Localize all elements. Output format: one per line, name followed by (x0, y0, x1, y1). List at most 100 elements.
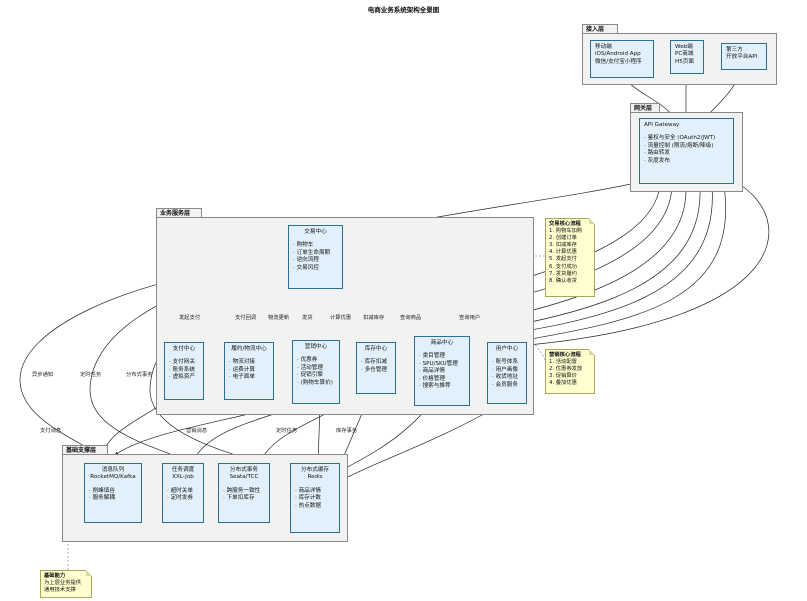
edge-apigw-user2 (527, 181, 770, 347)
package-tab-business: 业务服务层 (156, 208, 202, 217)
note-infra-title: 基础能力 (44, 573, 66, 579)
user-item-3: 收货地址 (492, 374, 522, 381)
node-pay-title: 支付中心 (172, 346, 196, 352)
trade-item-1: 购物车 (293, 242, 338, 249)
node-mobile: 移动端 iOS/Android App 微信/支付宝小程序 (590, 40, 654, 78)
node-third-line-1: 开放平台API (726, 54, 758, 61)
node-mq-title: 消息队列 (101, 467, 125, 473)
note-trade-line-1: 1. 购物车加购 (549, 228, 583, 235)
note-trade-line-7: 7. 发货履约 (549, 270, 577, 277)
node-mobile-title: 移动端 (595, 44, 612, 50)
note-trade-line-2: 2. 创建订单 (549, 235, 577, 242)
mq-item-1: 削峰填谷 (89, 488, 137, 495)
note-marketing-line-4: 4. 叠加优惠 (549, 380, 577, 387)
mq-item-2: 服务解耦 (89, 495, 137, 502)
edge-label-query-user: 查询用户 (459, 315, 481, 321)
marketing-item-3: 促销引擎 (297, 372, 335, 379)
trade-item-4: 交易风控 (293, 265, 338, 272)
node-redis-title: 分布式缓存 (301, 467, 329, 473)
edge-label-pay-callback: 支付回调 (235, 315, 257, 321)
diagram-title: 电商业务系统架构全景图 (367, 6, 440, 14)
note-infra-line-2: 通用技术支撑 (44, 587, 76, 594)
node-api-gateway-title: API Gateway (644, 122, 680, 128)
node-logistics-title: 履约/物流中心 (231, 346, 267, 352)
trade-item-3: 逆向流程 (293, 257, 338, 264)
apigw-item-2: 流量控制 (限流/熔断/降级) (644, 143, 729, 150)
node-marketing-title: 营销中心 (304, 344, 328, 350)
note-fold-icon (589, 349, 595, 355)
node-seata-subtitle: Seata/TCC (229, 474, 259, 481)
edge-label-logistics-update: 物流更新 (268, 315, 290, 321)
node-inventory-center: 库存中心 库存扣减 多仓管理 (356, 342, 396, 394)
node-seata: 分布式事务 Seata/TCC 跨服务一致性 下单扣库存 (218, 463, 270, 523)
pay-item-3: 虚拟资产 (169, 374, 199, 381)
note-trade-flow: 交易核心流程 1. 购物车加购 2. 创建订单 3. 扣减库存 4. 计算优惠 … (545, 218, 595, 297)
logistics-item-3: 电子面单 (229, 374, 269, 381)
node-redis: 分布式缓存 Redis 商品详情 库存计数 热点数据 (290, 463, 340, 533)
apigw-item-4: 灰度发布 (644, 158, 729, 165)
node-web-line-2: H5页面 (675, 58, 694, 65)
job-item-2: 定时发券 (167, 495, 199, 502)
marketing-item-2: 活动管理 (297, 365, 335, 372)
edge-label-query-product: 查询商品 (400, 315, 422, 321)
node-trade-title: 交易中心 (304, 229, 327, 235)
logistics-item-2: 运费计算 (229, 367, 269, 374)
package-business (156, 217, 534, 415)
edge-label-cron-task: 定时任务 (80, 372, 102, 378)
edge-label-cron-task-2: 定时任务 (276, 428, 298, 434)
user-item-4: 会员服务 (492, 382, 522, 389)
redis-item-1: 商品详情 (295, 488, 335, 495)
package-tab-gateway: 网关层 (630, 103, 660, 112)
node-web-line-1: PC商城 (675, 51, 694, 58)
node-mobile-line-1: iOS/Android App (595, 51, 641, 58)
product-item-5: 搜索与推荐 (419, 383, 465, 390)
product-item-4: 价格管理 (419, 376, 465, 383)
node-pay-center: 支付中心 支付网关 账务系统 虚拟资产 (164, 342, 204, 400)
edge-label-deduct-stock: 扣减库存 (363, 315, 385, 321)
node-third: 第三方 开放平台API (721, 43, 767, 70)
inventory-item-1: 库存扣减 (361, 359, 391, 366)
node-trade-center: 交易中心 购物车 订单生命周期 逆向流程 交易风控 (288, 225, 343, 289)
edge-label-pay-start: 发起支付 (179, 315, 201, 321)
node-redis-subtitle: Redis (307, 474, 323, 481)
node-product-center: 商品中心 类目管理 SPU/SKU管理 商品详情 价格管理 搜索与推荐 (414, 336, 470, 406)
note-marketing-flow: 营销核心流程 1. 活动配置 2. 优惠券发放 3. 促销算价 4. 叠加优惠 (545, 349, 595, 394)
apigw-item-3: 路由转发 (644, 150, 729, 157)
edge-product-redis (341, 404, 431, 471)
job-item-1: 超时关单 (167, 488, 199, 495)
package-tab-access: 接入层 (582, 24, 618, 33)
node-mq: 消息队列 RocketMQ/Kafka 削峰填谷 服务解耦 (84, 463, 142, 523)
node-mobile-line-2: 微信/支付宝小程序 (595, 58, 642, 65)
node-job-subtitle: XXL-Job (172, 474, 194, 481)
product-item-2: SPU/SKU管理 (419, 361, 465, 368)
note-trade-line-6: 6. 支付成功 (549, 263, 577, 270)
note-infra-line-1: 为上层业务提供 (44, 580, 82, 587)
edge-label-dist-tx: 分布式事务 (126, 372, 153, 378)
node-product-title: 商品中心 (430, 340, 454, 346)
seata-item-1: 跨服务一致性 (223, 488, 265, 495)
note-trade-flow-title: 交易核心流程 (549, 221, 581, 227)
node-api-gateway: API Gateway 鉴权与安全 (OAuth2/JWT) 流量控制 (限流/… (639, 118, 734, 184)
user-item-2: 用户画像 (492, 367, 522, 374)
redis-item-3: 热点数据 (295, 503, 335, 510)
edge-label-async-notify: 异步通知 (32, 372, 54, 378)
edge-label-pay-msg: 支付消息 (40, 428, 62, 434)
trade-item-2: 订单生命周期 (293, 250, 338, 257)
node-marketing-center: 营销中心 优惠券 活动管理 促销引擎 (购物车算价) (292, 340, 340, 404)
edge-user-redis (341, 404, 501, 481)
marketing-item-1: 优惠券 (297, 357, 335, 364)
node-web: Web端 PC商城 H5页面 (670, 40, 704, 74)
marketing-item-4: (购物车算价) (297, 380, 335, 387)
note-marketing-line-1: 1. 活动配置 (549, 359, 577, 366)
node-logistics-center: 履约/物流中心 物流对接 运费计算 电子面单 (224, 342, 274, 400)
pay-item-1: 支付网关 (169, 359, 199, 366)
user-item-1: 账号体系 (492, 359, 522, 366)
edge-label-calc-discount: 计算优惠 (330, 315, 352, 321)
note-trade-line-3: 3. 扣减库存 (549, 242, 577, 249)
edge-label-marketing-msg: 营销消息 (186, 428, 208, 434)
node-inventory-title: 库存中心 (364, 346, 388, 352)
redis-item-2: 库存计数 (295, 495, 335, 502)
node-web-title: Web端 (675, 44, 693, 50)
note-marketing-line-2: 2. 优惠券发放 (549, 366, 583, 373)
node-job: 任务调度 XXL-Job 超时关单 定时发券 (162, 463, 204, 523)
